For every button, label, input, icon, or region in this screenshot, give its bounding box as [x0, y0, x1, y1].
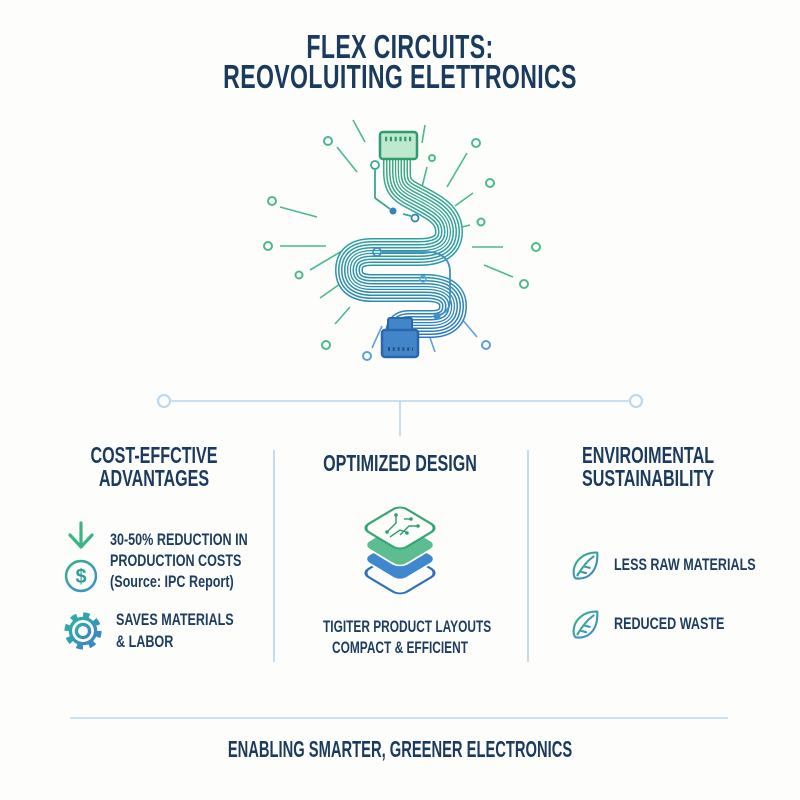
- env-item-waste: REDUCED WASTE: [566, 605, 763, 643]
- leaf-icon: [572, 610, 599, 639]
- cost-item-reduction-text: 30-50% REDUCTION IN PRODUCTION COSTS (So…: [110, 530, 248, 591]
- junction-line: [157, 394, 643, 436]
- title-line-1: FLEX CIRCUITS:: [306, 28, 494, 65]
- cost-item-reduction: $ 30-50% REDUCTION IN PRODUCTION COSTS (…: [62, 520, 296, 595]
- title-line-2: REOVOLUITING ELETTRONICS: [223, 58, 577, 95]
- gear-icon: [64, 612, 102, 650]
- svg-text:$: $: [75, 566, 86, 588]
- down-arrow-icon: [68, 521, 94, 549]
- right-header-line-2: SUSTAINABILITY: [581, 465, 715, 491]
- left-column-header: COST-EFFCTIVE ADVANTAGES: [44, 444, 264, 490]
- left-header-line-1: COST-EFFCTIVE: [90, 442, 218, 468]
- footer-tagline: ENABLING SMARTER, GREENER ELECTRONICS: [227, 736, 573, 762]
- page-title: FLEX CIRCUITS: REOVOLUITING ELETTRONICS: [0, 28, 800, 95]
- env-item-materials: LESS RAW MATERIALS: [566, 546, 800, 584]
- right-column-header: ENVIROIMENTAL SUSTAINABILITY: [536, 444, 760, 490]
- column-divider-right: [527, 450, 529, 662]
- trace-pads: [370, 160, 451, 320]
- env-item-materials-label: LESS RAW MATERIALS: [614, 555, 756, 574]
- spark-rays: [279, 119, 514, 353]
- right-header-line-1: ENVIROIMENTAL: [581, 442, 715, 468]
- flex-circuit-illustration: [263, 119, 541, 361]
- dollar-circle-icon: $: [64, 559, 98, 593]
- cost-item-saves-text: SAVES MATERIALS & LABOR: [116, 610, 234, 651]
- column-divider-left: [273, 450, 275, 662]
- stack-circuit-traces: [387, 516, 417, 538]
- middle-column-header: OPTIMIZED DESIGN: [323, 450, 477, 476]
- layer-stack-icon: [364, 506, 436, 595]
- bottom-connector: [380, 317, 420, 359]
- leaf-icon: [572, 551, 599, 580]
- cost-item-saves: SAVES MATERIALS & LABOR: [60, 608, 275, 654]
- env-item-waste-label: REDUCED WASTE: [614, 614, 725, 633]
- footer-divider: [70, 717, 728, 719]
- top-connector: [378, 130, 419, 161]
- spark-dots: [263, 136, 541, 361]
- cost-item-icons: $: [62, 520, 100, 595]
- middle-caption: TIGITER PRODUCT LAYOUTS COMPACT & EFFICI…: [323, 617, 492, 657]
- left-header-line-2: ADVANTAGES: [98, 465, 210, 491]
